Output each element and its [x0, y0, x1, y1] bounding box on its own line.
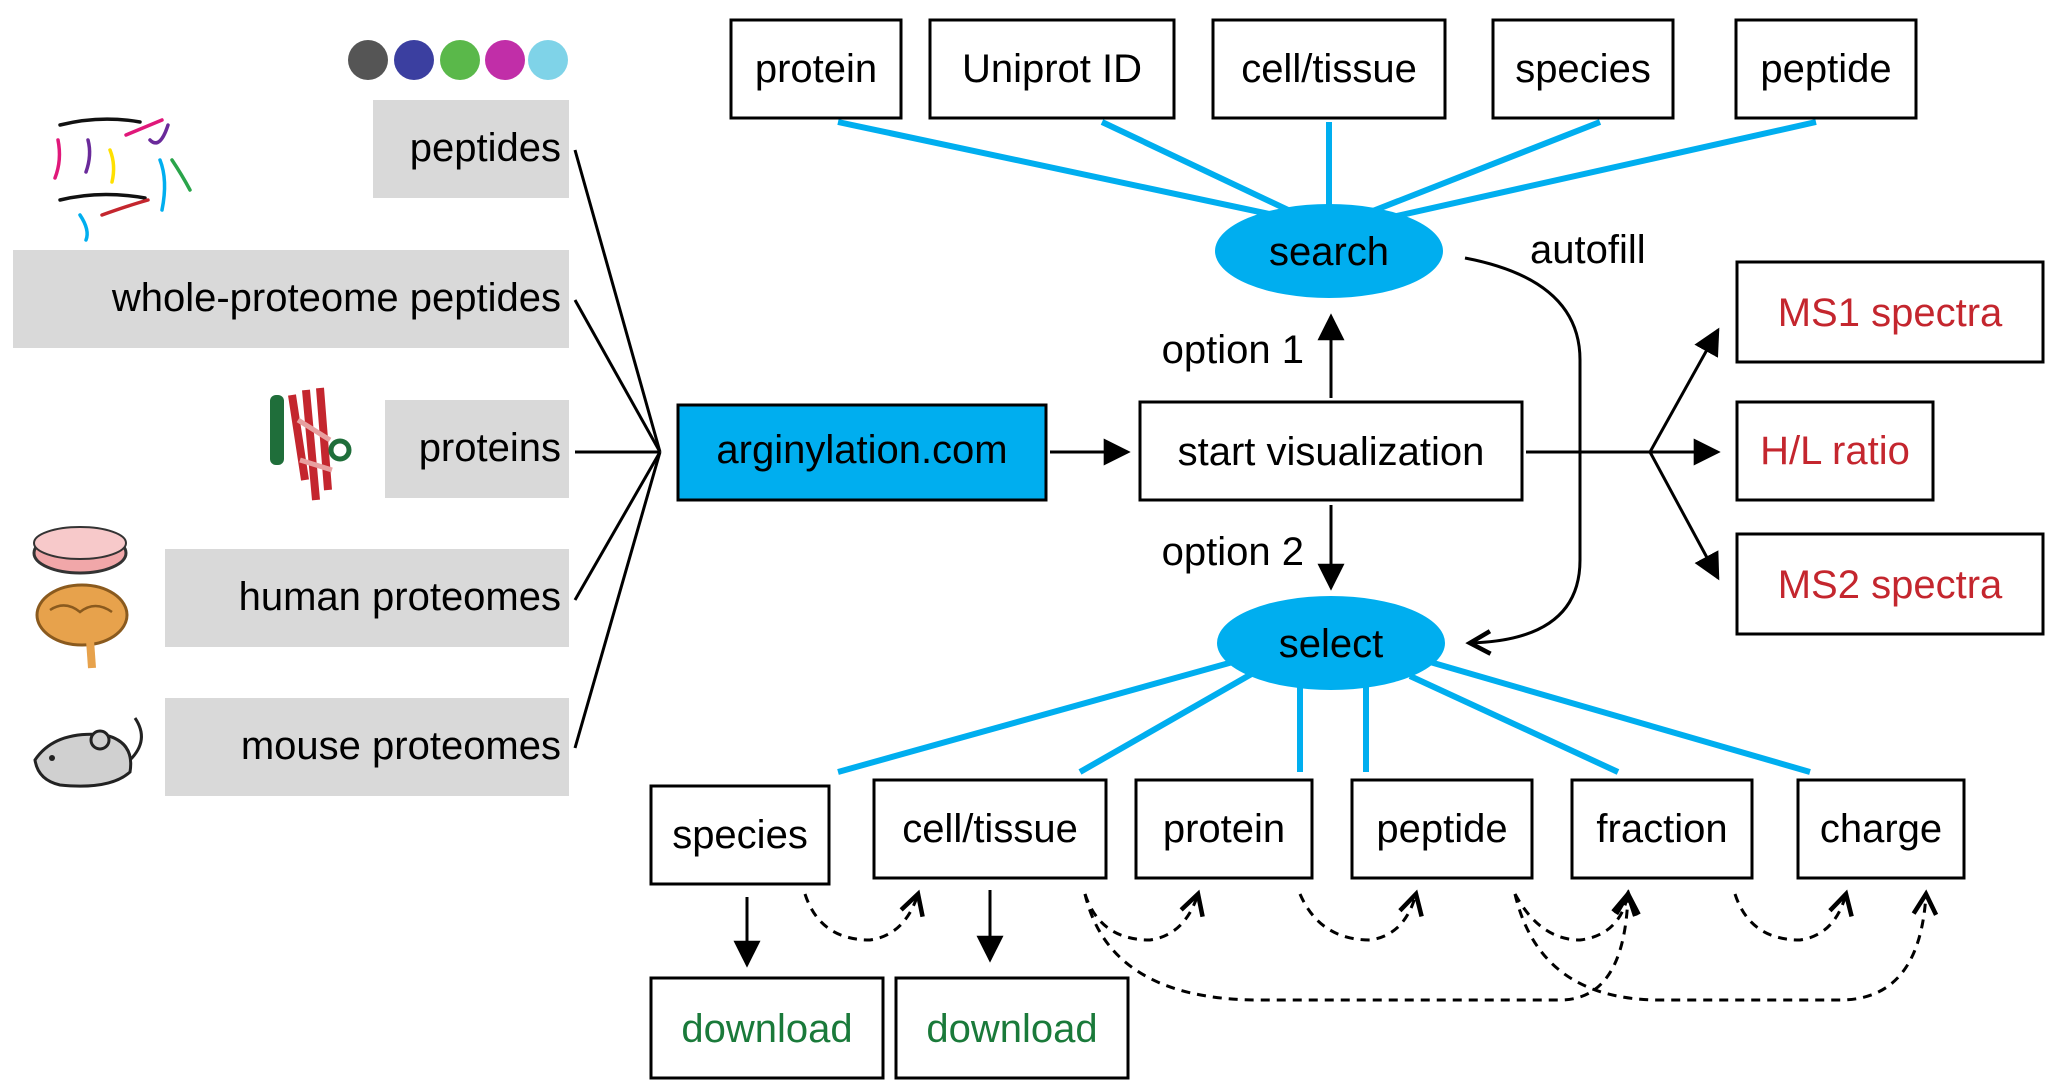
select-field-peptide-label: peptide	[1376, 807, 1507, 851]
source-proteins: proteins	[385, 400, 569, 498]
select-field-fraction-label: fraction	[1596, 807, 1727, 851]
start-box: start visualization	[1138, 400, 1524, 502]
search-field-species: species	[1491, 18, 1675, 120]
output-hl-ratio: H/L ratio	[1735, 400, 1935, 502]
output-ms1: MS1 spectra	[1735, 260, 2045, 364]
download-cell-tissue-label: download	[926, 1007, 1097, 1051]
select-label: select	[1279, 622, 1384, 666]
source-connectors	[573, 149, 662, 749]
petri-dish-icon	[32, 526, 128, 575]
select-field-species-label: species	[672, 813, 808, 857]
source-peptides: peptides	[373, 100, 569, 198]
search-field-cell-tissue: cell/tissue	[1211, 18, 1447, 120]
site-label: arginylation.com	[716, 428, 1007, 472]
output-ms1-label: MS1 spectra	[1778, 291, 2003, 335]
option1-label: option 1	[1162, 328, 1304, 372]
source-mouse: mouse proteomes	[165, 698, 569, 796]
site-box: arginylation.com	[676, 403, 1048, 502]
dependency-arrows	[803, 894, 1926, 1002]
select-field-connectors	[837, 657, 1811, 775]
start-label: start visualization	[1178, 430, 1485, 474]
select-field-protein-label: protein	[1163, 807, 1285, 851]
source-proteins-label: proteins	[419, 426, 561, 470]
select-field-cell-tissue-label: cell/tissue	[902, 807, 1078, 851]
autofill-label: autofill	[1530, 228, 1646, 272]
download-species-label: download	[681, 1007, 852, 1051]
output-ms2-label: MS2 spectra	[1778, 563, 2003, 607]
search-field-protein-label: protein	[755, 47, 877, 91]
search-field-cell-tissue-label: cell/tissue	[1241, 47, 1417, 91]
search-field-uniprot: Uniprot ID	[928, 18, 1176, 120]
search-field-peptide: peptide	[1734, 18, 1918, 120]
output-connectors	[1526, 327, 1721, 581]
download-cell-tissue: download	[894, 976, 1130, 1080]
search-field-uniprot-label: Uniprot ID	[962, 47, 1142, 91]
protein-structure-icon	[270, 387, 352, 501]
search-field-peptide-label: peptide	[1760, 47, 1891, 91]
search-field-connectors	[837, 119, 1817, 225]
brain-icon	[35, 583, 129, 669]
peptide-strands-icon	[53, 117, 192, 242]
source-mouse-label: mouse proteomes	[241, 724, 561, 768]
autofill-arrow	[1464, 256, 1582, 643]
search-field-protein: protein	[729, 18, 903, 120]
select-field-species: species	[649, 784, 831, 886]
select-node: select	[1217, 596, 1445, 690]
option2-label: option 2	[1162, 530, 1304, 574]
source-human-label: human proteomes	[239, 575, 561, 619]
select-field-cell-tissue: cell/tissue	[872, 778, 1108, 880]
source-whole-proteome-label: whole-proteome peptides	[111, 276, 561, 320]
select-field-charge-label: charge	[1820, 807, 1942, 851]
source-human: human proteomes	[165, 549, 569, 647]
source-whole-proteome: whole-proteome peptides	[13, 250, 569, 348]
search-node: search	[1215, 204, 1443, 298]
download-species: download	[649, 976, 885, 1080]
output-ms2: MS2 spectra	[1735, 532, 2045, 636]
select-field-fraction: fraction	[1570, 778, 1754, 880]
output-hl-ratio-label: H/L ratio	[1760, 429, 1910, 473]
select-field-peptide: peptide	[1350, 778, 1534, 880]
select-field-protein: protein	[1134, 778, 1314, 880]
colored-beads-icon	[348, 40, 568, 80]
source-peptides-label: peptides	[410, 126, 561, 170]
search-label: search	[1269, 230, 1389, 274]
search-field-species-label: species	[1515, 47, 1651, 91]
mouse-icon	[33, 717, 143, 788]
select-field-charge: charge	[1796, 778, 1966, 880]
